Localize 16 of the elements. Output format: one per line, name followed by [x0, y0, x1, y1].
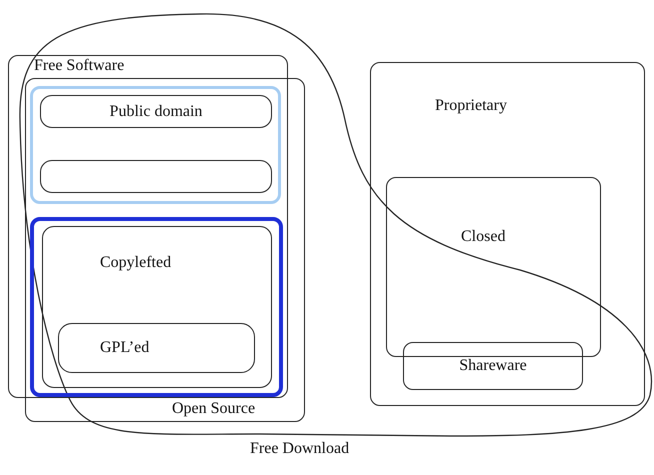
category-box [370, 62, 645, 406]
category-label: Proprietary [435, 97, 507, 115]
category-label: Copylefted [100, 254, 172, 272]
category-label: GPL’ed [100, 339, 150, 357]
category-label: Public domain [110, 102, 202, 120]
category-box [58, 323, 255, 373]
category-box [40, 160, 272, 193]
category-box [403, 342, 583, 390]
category-label: Closed [461, 228, 506, 246]
category-label: Open Source [172, 400, 256, 418]
category-label: Free Software [34, 57, 124, 75]
category-box [40, 95, 272, 128]
category-label: Free Download [250, 440, 350, 458]
category-box [386, 177, 601, 357]
category-box [42, 226, 272, 388]
category-label: Shareware [459, 357, 527, 375]
